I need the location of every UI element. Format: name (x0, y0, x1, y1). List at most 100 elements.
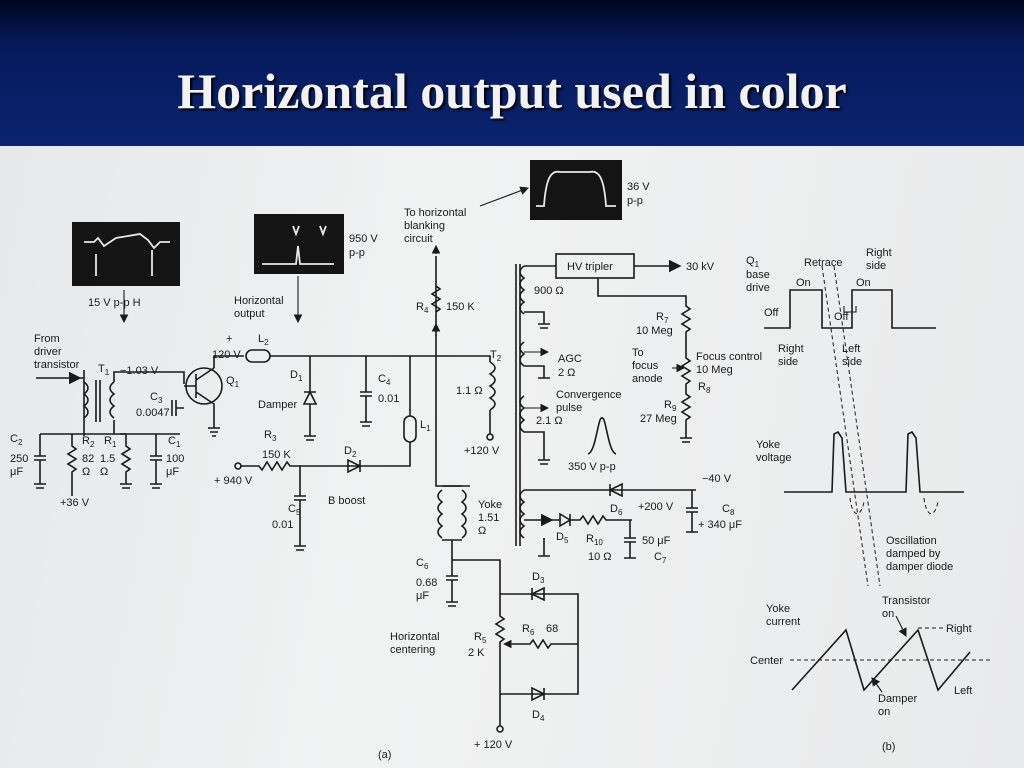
t1-label: T1 (98, 363, 110, 377)
d2-label: D2 (344, 445, 357, 459)
r1-label: R1 (104, 435, 117, 449)
c1-label: C1 (168, 435, 181, 449)
scope-blanking-volts: 36 V (627, 181, 650, 193)
v103-label: −1.03 V (120, 365, 159, 377)
r5-label: R5 (474, 631, 487, 645)
v120-label: 120 V (212, 349, 241, 361)
retrace-label: Retrace (804, 257, 843, 269)
l1-label: L1 (420, 419, 431, 433)
scope-blanking (530, 160, 622, 220)
r8-label: R8 (698, 381, 711, 395)
r2-label: R2 (82, 435, 95, 449)
r3-label: R3 (264, 429, 277, 443)
r10-label: R10 (586, 533, 603, 547)
r3-value: 150 K (262, 449, 291, 461)
r4-label: R4 (416, 301, 429, 315)
v120b-label: +120 V (464, 445, 500, 457)
scope-output (254, 214, 344, 274)
scope-output-volts: 950 V (349, 233, 378, 245)
ohm900-label: 900 Ω (534, 285, 564, 297)
scope-blanking-pp: p-p (627, 195, 643, 207)
on1-label: On (796, 277, 811, 289)
d5-label: D5 (556, 531, 569, 545)
d4-label: D4 (532, 709, 545, 723)
c8-value: + 340 μF (698, 519, 742, 531)
wave-q1-label: Q1 (746, 255, 760, 269)
left-label: Left (954, 685, 972, 697)
agc-label: AGC (558, 353, 582, 365)
pulse-label: 350 V p-p (568, 461, 616, 473)
l2-label: L2 (258, 333, 269, 347)
r9-label: R9 (664, 399, 677, 413)
kv30-label: 30 kV (686, 261, 715, 273)
caption-b: (b) (882, 741, 895, 753)
r7-value: 10 Meg (636, 325, 673, 337)
slide-header: Horizontal output used in color (0, 0, 1024, 146)
q1-label: Q1 (226, 375, 240, 389)
r7-label: R7 (656, 311, 669, 325)
c6-label: C6 (416, 557, 429, 571)
r10-value: 10 Ω (588, 551, 612, 563)
right-label: Right (946, 623, 972, 635)
scope-driver (72, 222, 180, 286)
r4-value: 150 K (446, 301, 475, 313)
c3-label: C3 (150, 391, 163, 405)
on2-label: On (856, 277, 871, 289)
v36-label: +36 V (60, 497, 90, 509)
ohm11-label: 1.1 Ω (456, 385, 483, 397)
d6-label: D6 (610, 503, 623, 517)
v200-label: +200 V (638, 501, 674, 513)
c4-label: C4 (378, 373, 391, 387)
plus-120: + (226, 333, 232, 345)
agc-value: 2 Ω (558, 367, 575, 379)
scope-output-pp: p-p (349, 247, 365, 259)
c7-label: C7 (654, 551, 667, 565)
hv-tripler-label: HV tripler (567, 261, 613, 273)
c8-label: C8 (722, 503, 735, 517)
r9-value: 27 Meg (640, 413, 677, 425)
r6-value: 68 (546, 623, 558, 635)
r6-label: R6 (522, 623, 535, 637)
c5-value: 0.01 (272, 519, 293, 531)
v940-label: + 940 V (214, 475, 253, 487)
scope-driver-label: 15 V p-p H (88, 297, 141, 309)
off1-label: Off (764, 307, 779, 319)
slide-title: Horizontal output used in color (177, 63, 847, 119)
bboost-label: B boost (328, 495, 365, 507)
v120c-label: + 120 V (474, 739, 513, 751)
r5-value: 2 K (468, 647, 485, 659)
c7-value: 50 μF (642, 535, 671, 547)
c2-label: C2 (10, 433, 23, 447)
caption-a: (a) (378, 749, 391, 761)
c3-value: 0.0047 (136, 407, 170, 419)
c4-value: 0.01 (378, 393, 399, 405)
d1-label: D1 (290, 369, 303, 383)
t2-label: T2 (490, 349, 502, 363)
conv-value: 2.1 Ω (536, 415, 563, 427)
v40-label: −40 V (702, 473, 732, 485)
center-label: Center (750, 655, 783, 667)
d3-label: D3 (532, 571, 545, 585)
